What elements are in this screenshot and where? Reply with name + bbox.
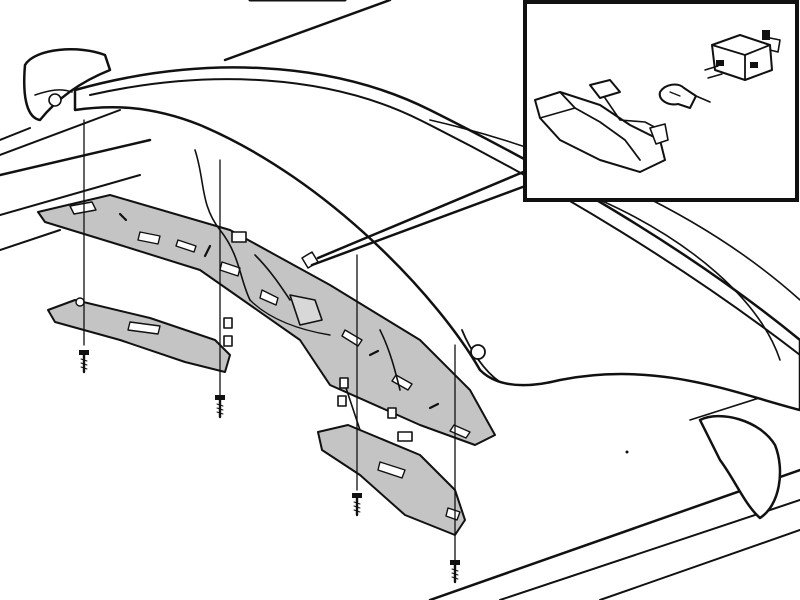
headliner-trim-panel <box>37 194 496 446</box>
bulb <box>658 83 711 109</box>
assembly-guide-lines <box>83 119 456 561</box>
wiring-connector <box>223 231 413 442</box>
left-cover-panel <box>47 297 231 373</box>
lamp-housing <box>534 79 669 173</box>
right-cover-panel <box>317 424 466 536</box>
mounting-screw <box>79 350 460 584</box>
inset-leader-line <box>310 168 530 267</box>
roof-lid <box>23 48 800 520</box>
diagram-speck <box>625 450 629 454</box>
bulb-socket <box>704 30 781 81</box>
